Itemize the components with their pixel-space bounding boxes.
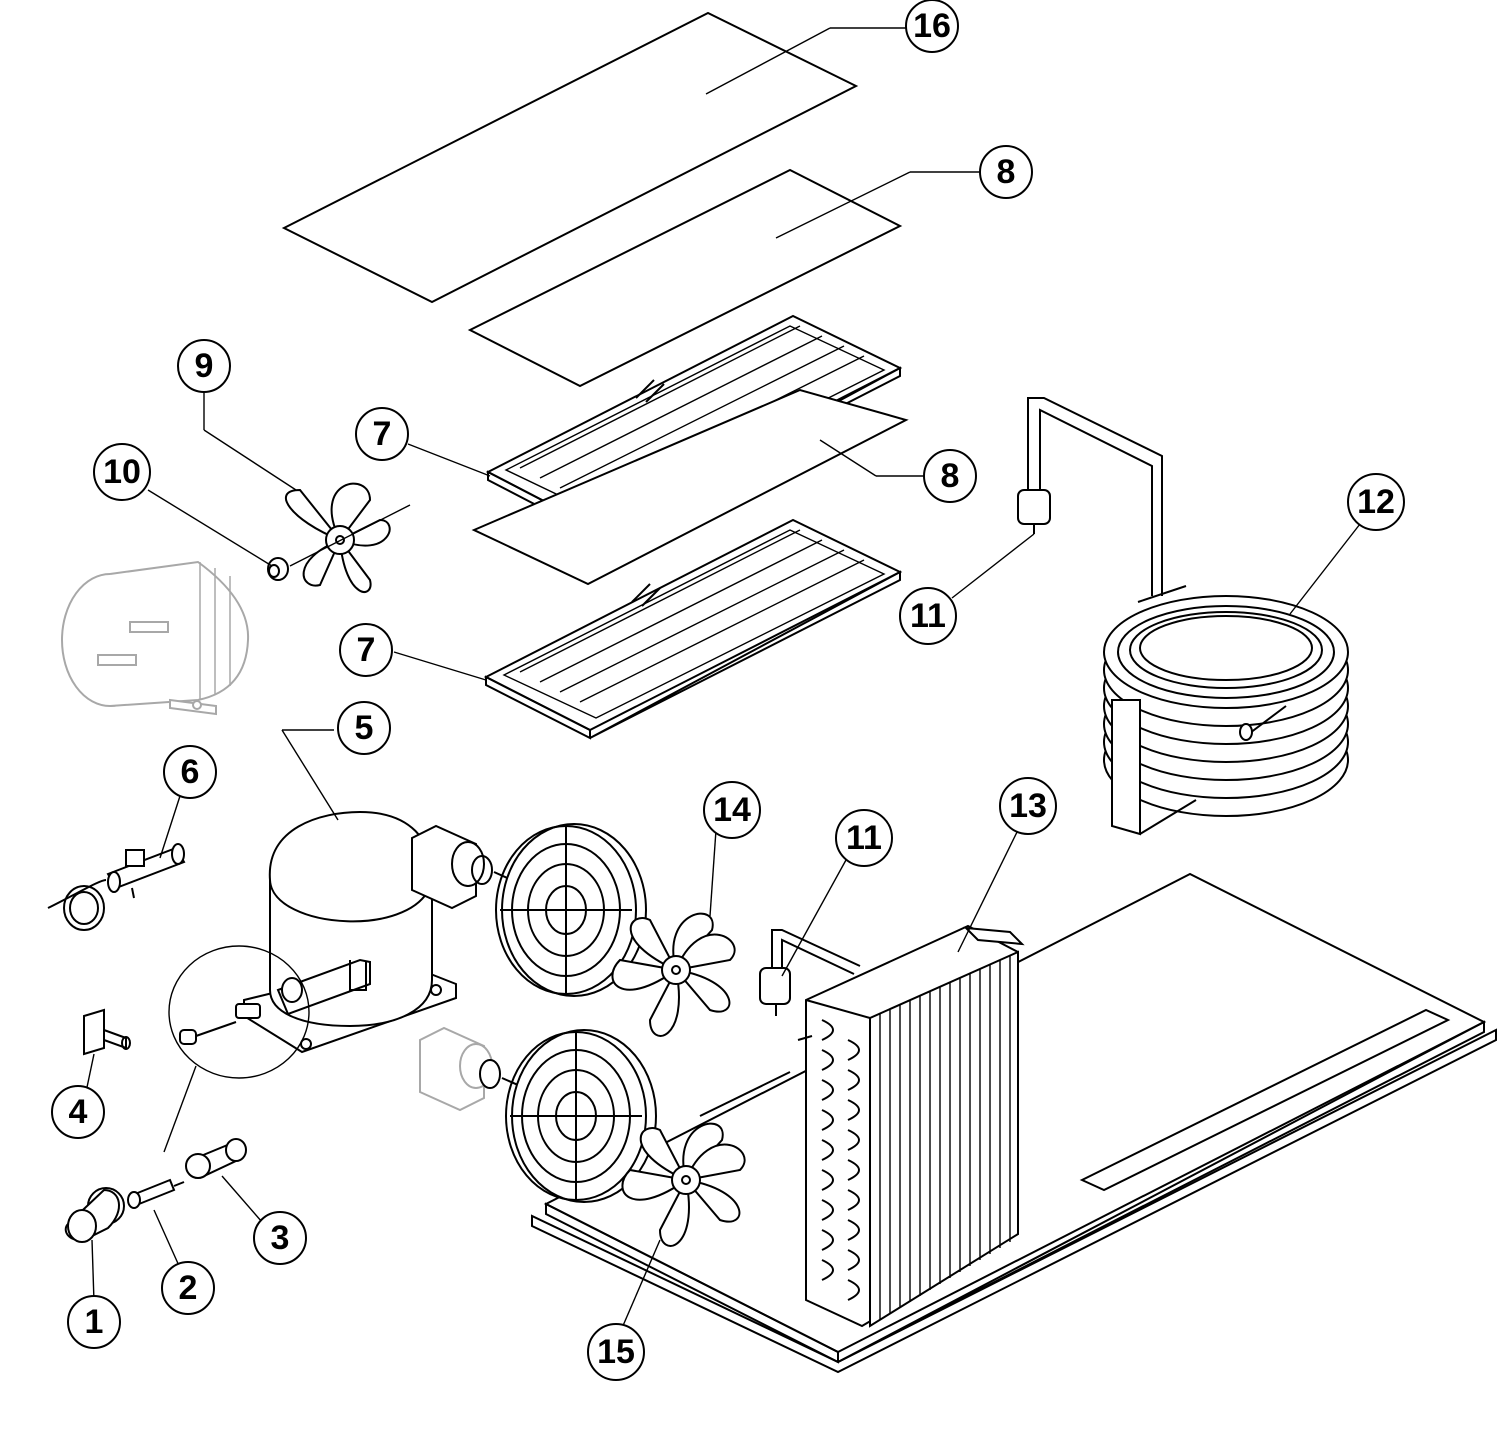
svg-text:3: 3 — [271, 1219, 290, 1257]
part-15-fan-guard — [505, 1029, 657, 1203]
callout-7-upper: 7 — [355, 407, 409, 461]
part-5-compressor — [243, 810, 457, 1054]
part-14-fan-blade — [611, 912, 736, 1037]
svg-text:15: 15 — [597, 1333, 635, 1371]
part-4-thermostat-clip — [83, 1008, 131, 1056]
callout-11-upper: 11 — [899, 587, 957, 645]
callout-8-lower: 8 — [923, 449, 977, 503]
svg-text:10: 10 — [103, 453, 141, 491]
part-15-fan-blade — [621, 1071, 791, 1247]
part-8-lower-sheet — [471, 388, 909, 586]
svg-text:4: 4 — [69, 1093, 88, 1131]
svg-text:16: 16 — [913, 7, 951, 45]
callout-15: 15 — [587, 1323, 645, 1381]
svg-text:1: 1 — [85, 1303, 104, 1341]
part-9-fan-blade — [285, 482, 411, 593]
callout-8-upper: 8 — [979, 145, 1033, 199]
part-6-valve — [47, 843, 186, 931]
callout-3: 3 — [253, 1211, 307, 1265]
callout-10: 10 — [93, 443, 151, 501]
svg-text:2: 2 — [179, 1269, 198, 1307]
part-3-fitting — [185, 1138, 247, 1179]
part-11-lower-drier — [759, 929, 861, 1016]
callout-2: 2 — [161, 1261, 215, 1315]
svg-text:14: 14 — [713, 791, 751, 829]
callout-5: 5 — [337, 701, 391, 755]
part-12-coil — [1103, 595, 1349, 836]
callout-6: 6 — [163, 745, 217, 799]
part-13-condenser — [797, 924, 1025, 1328]
svg-text:7: 7 — [373, 415, 392, 453]
callout-1: 1 — [67, 1295, 121, 1349]
svg-text:9: 9 — [195, 347, 214, 385]
svg-text:11: 11 — [846, 819, 882, 857]
callout-13: 13 — [999, 777, 1057, 835]
callout-7-lower: 7 — [339, 623, 393, 677]
callout-16: 16 — [905, 0, 959, 53]
svg-text:12: 12 — [1357, 483, 1395, 521]
svg-text:6: 6 — [181, 753, 200, 791]
part-7-lower-evaporator — [483, 518, 903, 740]
part-14-fan-guard — [495, 823, 647, 997]
callout-4: 4 — [51, 1085, 105, 1139]
svg-text:11: 11 — [910, 597, 946, 635]
part-11-upper-drier — [1017, 397, 1187, 603]
part-2-valve-core — [127, 1178, 185, 1209]
part-1-cap — [64, 1187, 125, 1243]
leader-lines — [85, 27, 1361, 1329]
callout-9: 9 — [177, 339, 231, 393]
part-10-coupler — [267, 557, 289, 581]
callout-11-lower: 11 — [835, 809, 893, 867]
svg-text:5: 5 — [355, 709, 374, 747]
part-16-top-panel — [281, 11, 859, 304]
svg-text:7: 7 — [357, 631, 376, 669]
part-7-upper-evaporator — [485, 314, 903, 536]
motor-grey — [61, 560, 250, 716]
callout-14: 14 — [703, 781, 761, 839]
part-8-upper-sheet — [467, 168, 911, 388]
svg-text:13: 13 — [1009, 787, 1047, 825]
svg-text:8: 8 — [941, 457, 960, 495]
detail-circle — [163, 945, 310, 1153]
svg-text:8: 8 — [997, 153, 1016, 191]
callout-12: 12 — [1347, 473, 1405, 531]
